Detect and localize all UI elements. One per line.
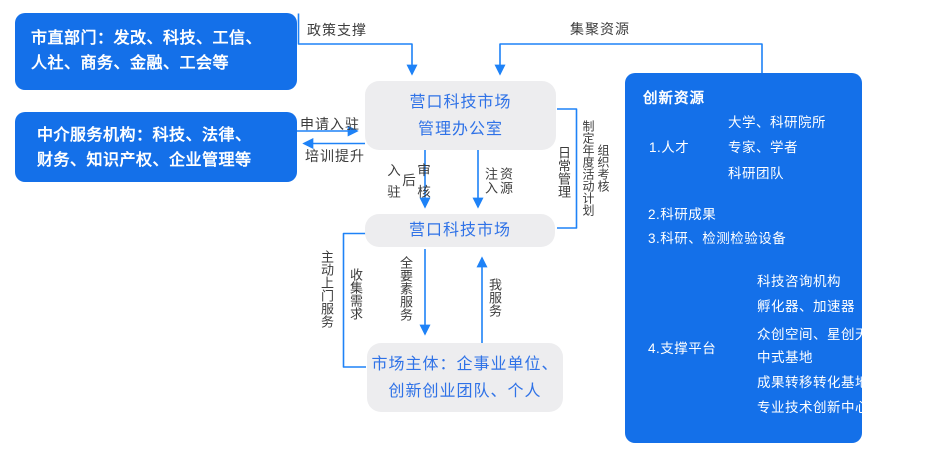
approve-entry-label: 审核后 入驻 bbox=[385, 162, 430, 206]
me-service-label: 我服务 bbox=[487, 278, 502, 317]
agency-line1: 中介服务机构：科技、法律、 bbox=[37, 127, 252, 144]
gather-resources-label: 集聚资源 bbox=[570, 21, 630, 37]
platform-item: 成果转移转化基地 bbox=[757, 375, 869, 390]
platform-item: 专业技术创新中心 bbox=[757, 400, 869, 415]
achievements-item: 2.科研成果 bbox=[648, 207, 717, 222]
resources-panel: 创新资源 1.人才 大学、科研院所 专家、学者 科研团队 2.科研成果 3.科研… bbox=[625, 73, 883, 443]
daily-management-label: 日常管理 bbox=[556, 146, 571, 198]
gov-departments-line2: 人社、商务、金融、工会等 bbox=[31, 55, 230, 72]
assessment-label: 组织考核 bbox=[596, 144, 610, 192]
platform-item: 科技咨询机构 bbox=[757, 274, 841, 289]
agency-box: 中介服务机构：科技、法律、 财务、知识产权、企业管理等 bbox=[15, 112, 297, 182]
talent-item: 科研团队 bbox=[728, 166, 784, 181]
policy-support-label: 政策支撑 bbox=[307, 22, 367, 38]
talent-section-label: 1.人才 bbox=[649, 140, 690, 155]
platform-item: 众创空间、星创天地 bbox=[757, 327, 883, 342]
platform-section-label: 4.支撑平台 bbox=[648, 341, 717, 356]
market-label: 营口科技市场 bbox=[408, 222, 511, 239]
gather-resources-arrow bbox=[494, 43, 763, 76]
office-line2: 管理办公室 bbox=[417, 120, 503, 138]
gov-departments-box: 市直部门：发改、科技、工信、 人社、商务、金融、工会等 bbox=[15, 13, 297, 90]
door-service-label: 主动上门服务 bbox=[319, 250, 334, 328]
market-box: 营口科技市场 bbox=[365, 214, 555, 247]
platform-item: 中式基地 bbox=[757, 350, 813, 365]
panel-title: 创新资源 bbox=[643, 91, 705, 107]
gov-departments-line1: 市直部门：发改、科技、工信、 bbox=[31, 30, 263, 47]
apply-entry-label: 申请入驻 bbox=[300, 116, 360, 132]
annual-plan-label: 制定年度活动计划 bbox=[581, 120, 595, 216]
office-box: 营口科技市场 管理办公室 bbox=[365, 81, 556, 150]
agency-line2: 财务、知识产权、企业管理等 bbox=[37, 152, 252, 169]
talent-item: 大学、科研院所 bbox=[728, 115, 826, 130]
full-service-label: 全要素服务 bbox=[398, 256, 413, 321]
training-label: 培训提升 bbox=[305, 148, 365, 164]
office-line1: 营口科技市场 bbox=[409, 93, 512, 111]
talent-item: 专家、学者 bbox=[728, 140, 798, 155]
platform-item: 孵化器、加速器 bbox=[757, 299, 855, 314]
office-duties-group: 制定年度活动计划 组织考核 bbox=[580, 118, 610, 218]
inject-resources-label: 资源 注入 bbox=[483, 167, 513, 195]
entities-line2: 创新创业团队、个人 bbox=[388, 382, 542, 400]
entities-line1: 市场主体：企事业单位、 bbox=[371, 355, 559, 373]
entities-box: 市场主体：企事业单位、 创新创业团队、个人 bbox=[367, 343, 563, 412]
collect-demand-label: 收集需求 bbox=[348, 268, 363, 320]
equipment-item: 3.科研、检测检验设备 bbox=[648, 231, 787, 246]
